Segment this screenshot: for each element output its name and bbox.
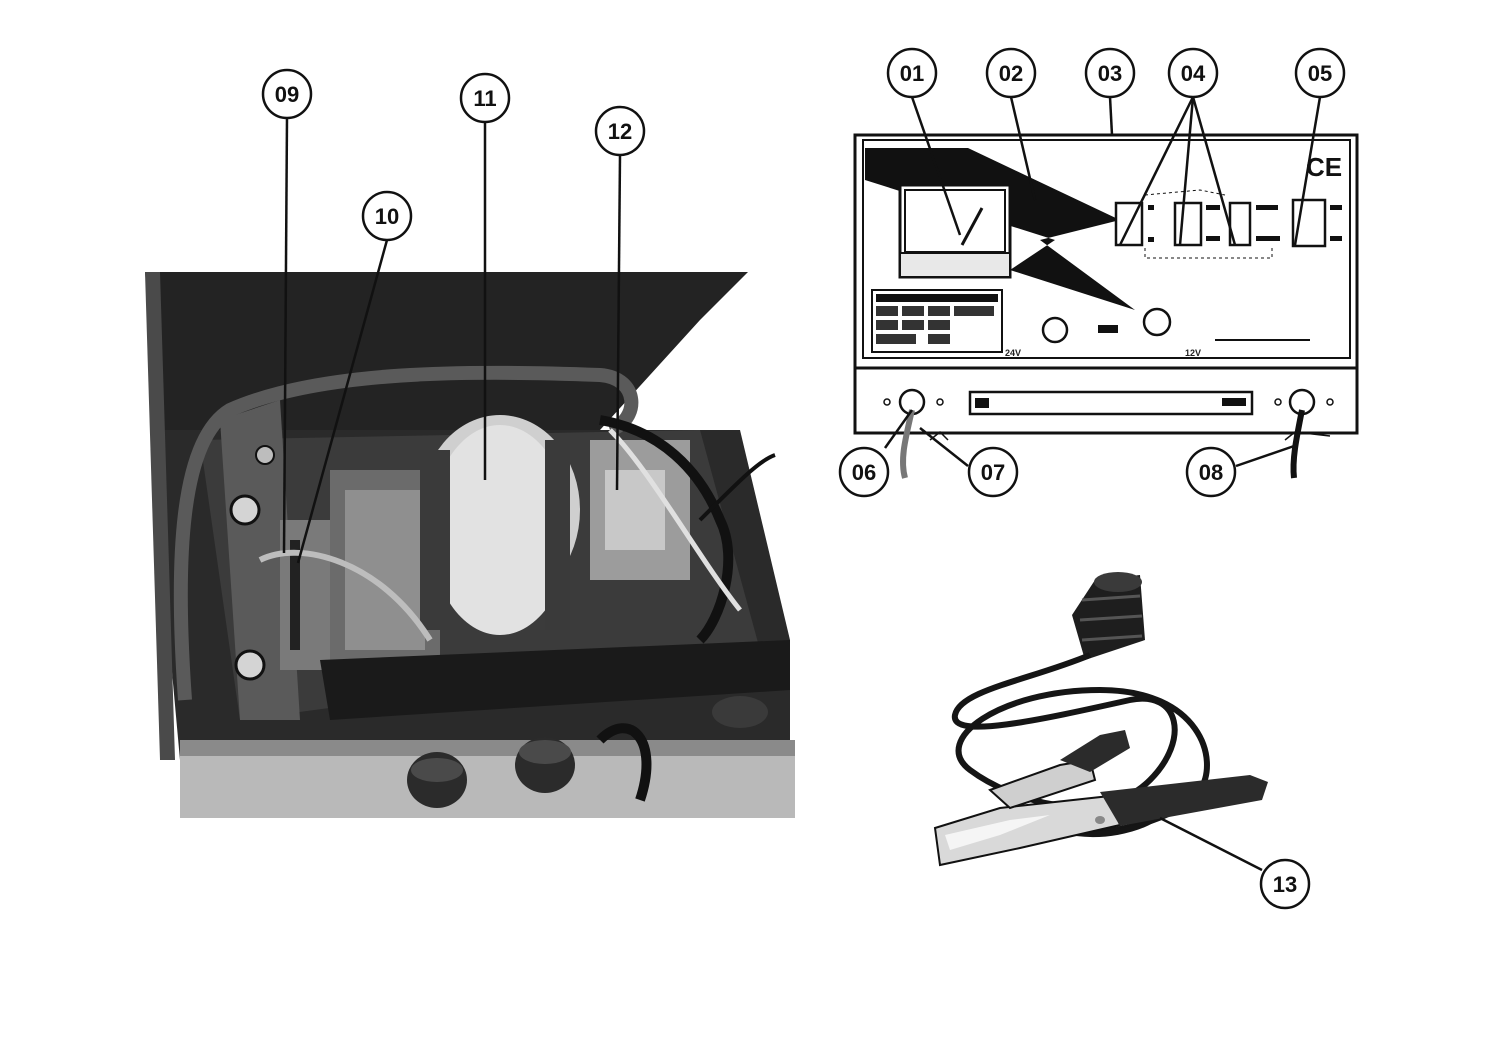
voltage-left-label: 24V: [1005, 348, 1021, 358]
callout-label: 13: [1273, 872, 1297, 897]
selector-knob: [1142, 307, 1172, 337]
terminal-bolt: [234, 649, 266, 681]
callout-02: 02: [985, 47, 1037, 99]
clamp-handle-lower: [1100, 775, 1268, 826]
callout-label: 09: [275, 82, 299, 107]
callout-label: 04: [1181, 61, 1206, 86]
callout-09: 09: [261, 68, 313, 120]
callout-07: 07: [967, 446, 1019, 498]
housing-lid: [145, 272, 748, 440]
callout-12: 12: [594, 105, 646, 157]
callout-label: 11: [473, 86, 496, 111]
clamp-photo: [933, 572, 1268, 867]
front-panel-drawing: CE 24V 12V: [853, 133, 1359, 479]
switch-2: [1173, 201, 1203, 247]
callout-04: 04: [1167, 47, 1219, 99]
callout-01: 01: [886, 47, 938, 99]
callout-label: 08: [1199, 460, 1223, 485]
callout-10: 10: [361, 190, 413, 242]
leader-lines: [282, 96, 1322, 872]
callout-03: 03: [1084, 47, 1136, 99]
callout-label: 07: [981, 460, 1005, 485]
cable-loop: [173, 365, 639, 701]
terminal-bolt: [255, 445, 275, 465]
callout-05: 05: [1294, 47, 1346, 99]
callout-label: 01: [900, 61, 924, 86]
callout-label: 02: [999, 61, 1023, 86]
callout-label: 05: [1308, 61, 1332, 86]
selector-knob: [1041, 316, 1069, 344]
callout-08: 08: [1185, 446, 1237, 498]
interior-photo: [145, 272, 795, 818]
clamp-handle-upper: [1060, 730, 1130, 772]
callout-11: 11: [459, 72, 511, 124]
terminal-bolt: [229, 494, 261, 526]
cable-right: [1290, 409, 1305, 479]
callout-label: 03: [1098, 61, 1122, 86]
voltage-right-label: 12V: [1185, 348, 1201, 358]
callout-13: 13: [1259, 858, 1311, 910]
callout-06: 06: [838, 446, 890, 498]
callout-label: 10: [375, 204, 399, 229]
cable-left: [900, 409, 915, 479]
ce-mark: CE: [1306, 152, 1342, 182]
clamp-jaw-chrome: [933, 794, 1122, 867]
callout-label: 06: [852, 460, 876, 485]
clamp-cable: [951, 652, 1210, 836]
label-slot: [968, 390, 1254, 416]
callout-label: 12: [608, 119, 632, 144]
